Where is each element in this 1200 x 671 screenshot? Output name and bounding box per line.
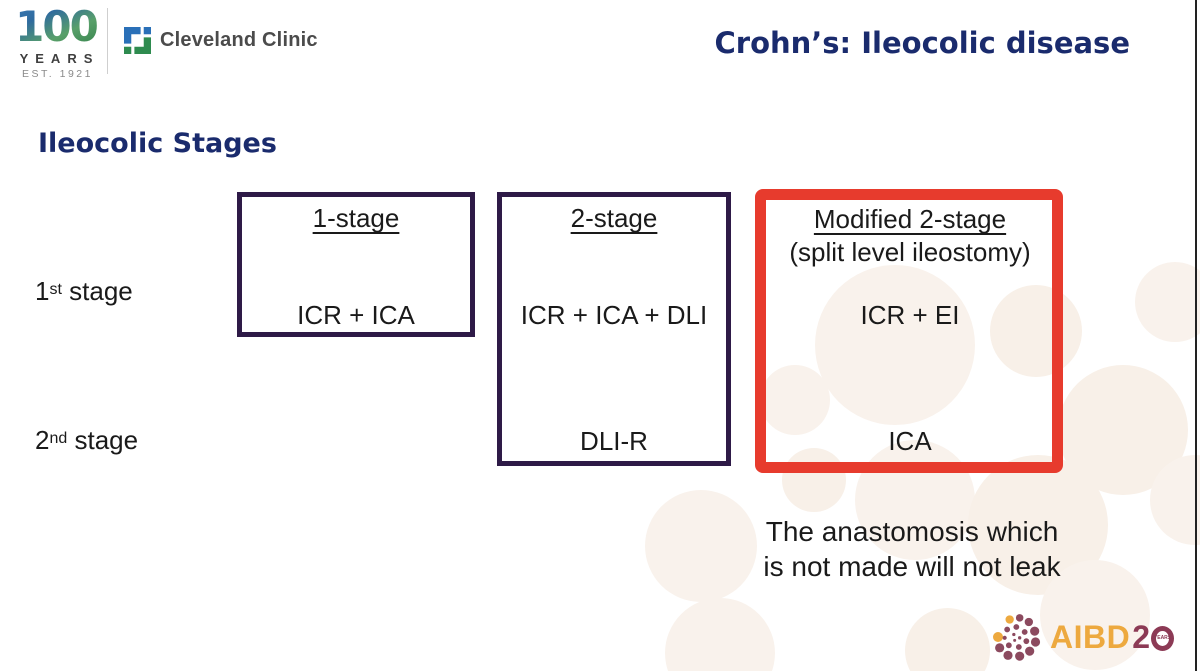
aibd-anniversary-digit: 2 bbox=[1132, 618, 1151, 655]
modified-two-stage-procedure-2: ICA bbox=[888, 426, 932, 456]
row-label-word: stage bbox=[67, 425, 139, 455]
one-stage-procedure-1: ICR + ICA bbox=[297, 300, 415, 330]
bg-circle bbox=[1040, 560, 1150, 670]
slide-title: Crohn’s: Ileocolic disease bbox=[714, 26, 1130, 60]
row-label-ordinal: st bbox=[49, 281, 62, 298]
aibd-anniversary-ring: YEARS bbox=[1151, 625, 1175, 651]
bg-circle bbox=[855, 440, 975, 560]
bg-circle bbox=[905, 608, 990, 671]
one-stage-header: 1-stage bbox=[312, 203, 400, 233]
hundred-years-number: 100 bbox=[10, 4, 102, 50]
bg-circle bbox=[760, 365, 830, 435]
section-heading: Ileocolic Stages bbox=[38, 128, 277, 159]
bg-circle bbox=[645, 490, 757, 602]
bg-circle bbox=[665, 598, 775, 671]
cleveland-clinic-logo: Cleveland Clinic bbox=[124, 27, 318, 54]
row-label-first-stage: 1st stage bbox=[35, 276, 133, 307]
two-stage-procedure-1: ICR + ICA + DLI bbox=[520, 300, 708, 330]
anastomosis-note-line2: is not made will not leak bbox=[763, 551, 1061, 582]
hundred-years-est: EST. 1921 bbox=[22, 68, 93, 80]
aibd-ring-label: YEARS bbox=[1153, 635, 1172, 641]
modified-two-stage-subheader: (split level ileostomy) bbox=[789, 237, 1031, 267]
modified-two-stage-header: Modified 2-stage bbox=[813, 204, 1007, 234]
hundred-years-word: YEARS bbox=[19, 51, 100, 66]
hundred-years-logo: 100 YEARS EST. 1921 bbox=[10, 4, 102, 81]
row-label-word: stage bbox=[61, 276, 133, 306]
row-label-ordinal: nd bbox=[49, 430, 68, 447]
cleveland-clinic-mark-icon bbox=[124, 27, 151, 54]
bg-circle bbox=[1135, 262, 1200, 342]
two-stage-procedure-2: DLI-R bbox=[580, 426, 648, 456]
right-edge-line bbox=[1195, 0, 1197, 671]
anastomosis-note-line1: The anastomosis which bbox=[765, 516, 1059, 547]
two-stage-box bbox=[497, 192, 731, 466]
row-label-second-stage: 2nd stage bbox=[35, 425, 138, 456]
row-label-number: 1 bbox=[35, 276, 50, 306]
logo-divider bbox=[107, 8, 108, 74]
row-label-number: 2 bbox=[35, 425, 50, 455]
modified-two-stage-procedure-1: ICR + EI bbox=[860, 300, 960, 330]
modified-two-stage-box bbox=[755, 189, 1063, 473]
one-stage-box bbox=[237, 192, 475, 337]
aibd-wordmark: AIBD bbox=[1050, 618, 1131, 655]
anastomosis-note: The anastomosis which is not made will n… bbox=[763, 514, 1060, 584]
aibd-dots-icon bbox=[993, 614, 1041, 661]
cleveland-clinic-name: Cleveland Clinic bbox=[160, 29, 318, 51]
two-stage-header: 2-stage bbox=[570, 203, 658, 233]
aibd-logo: AIBD 2 YEARS bbox=[993, 608, 1175, 666]
bg-circle bbox=[815, 265, 975, 425]
bg-circle bbox=[782, 448, 846, 512]
bg-circle bbox=[990, 285, 1082, 377]
